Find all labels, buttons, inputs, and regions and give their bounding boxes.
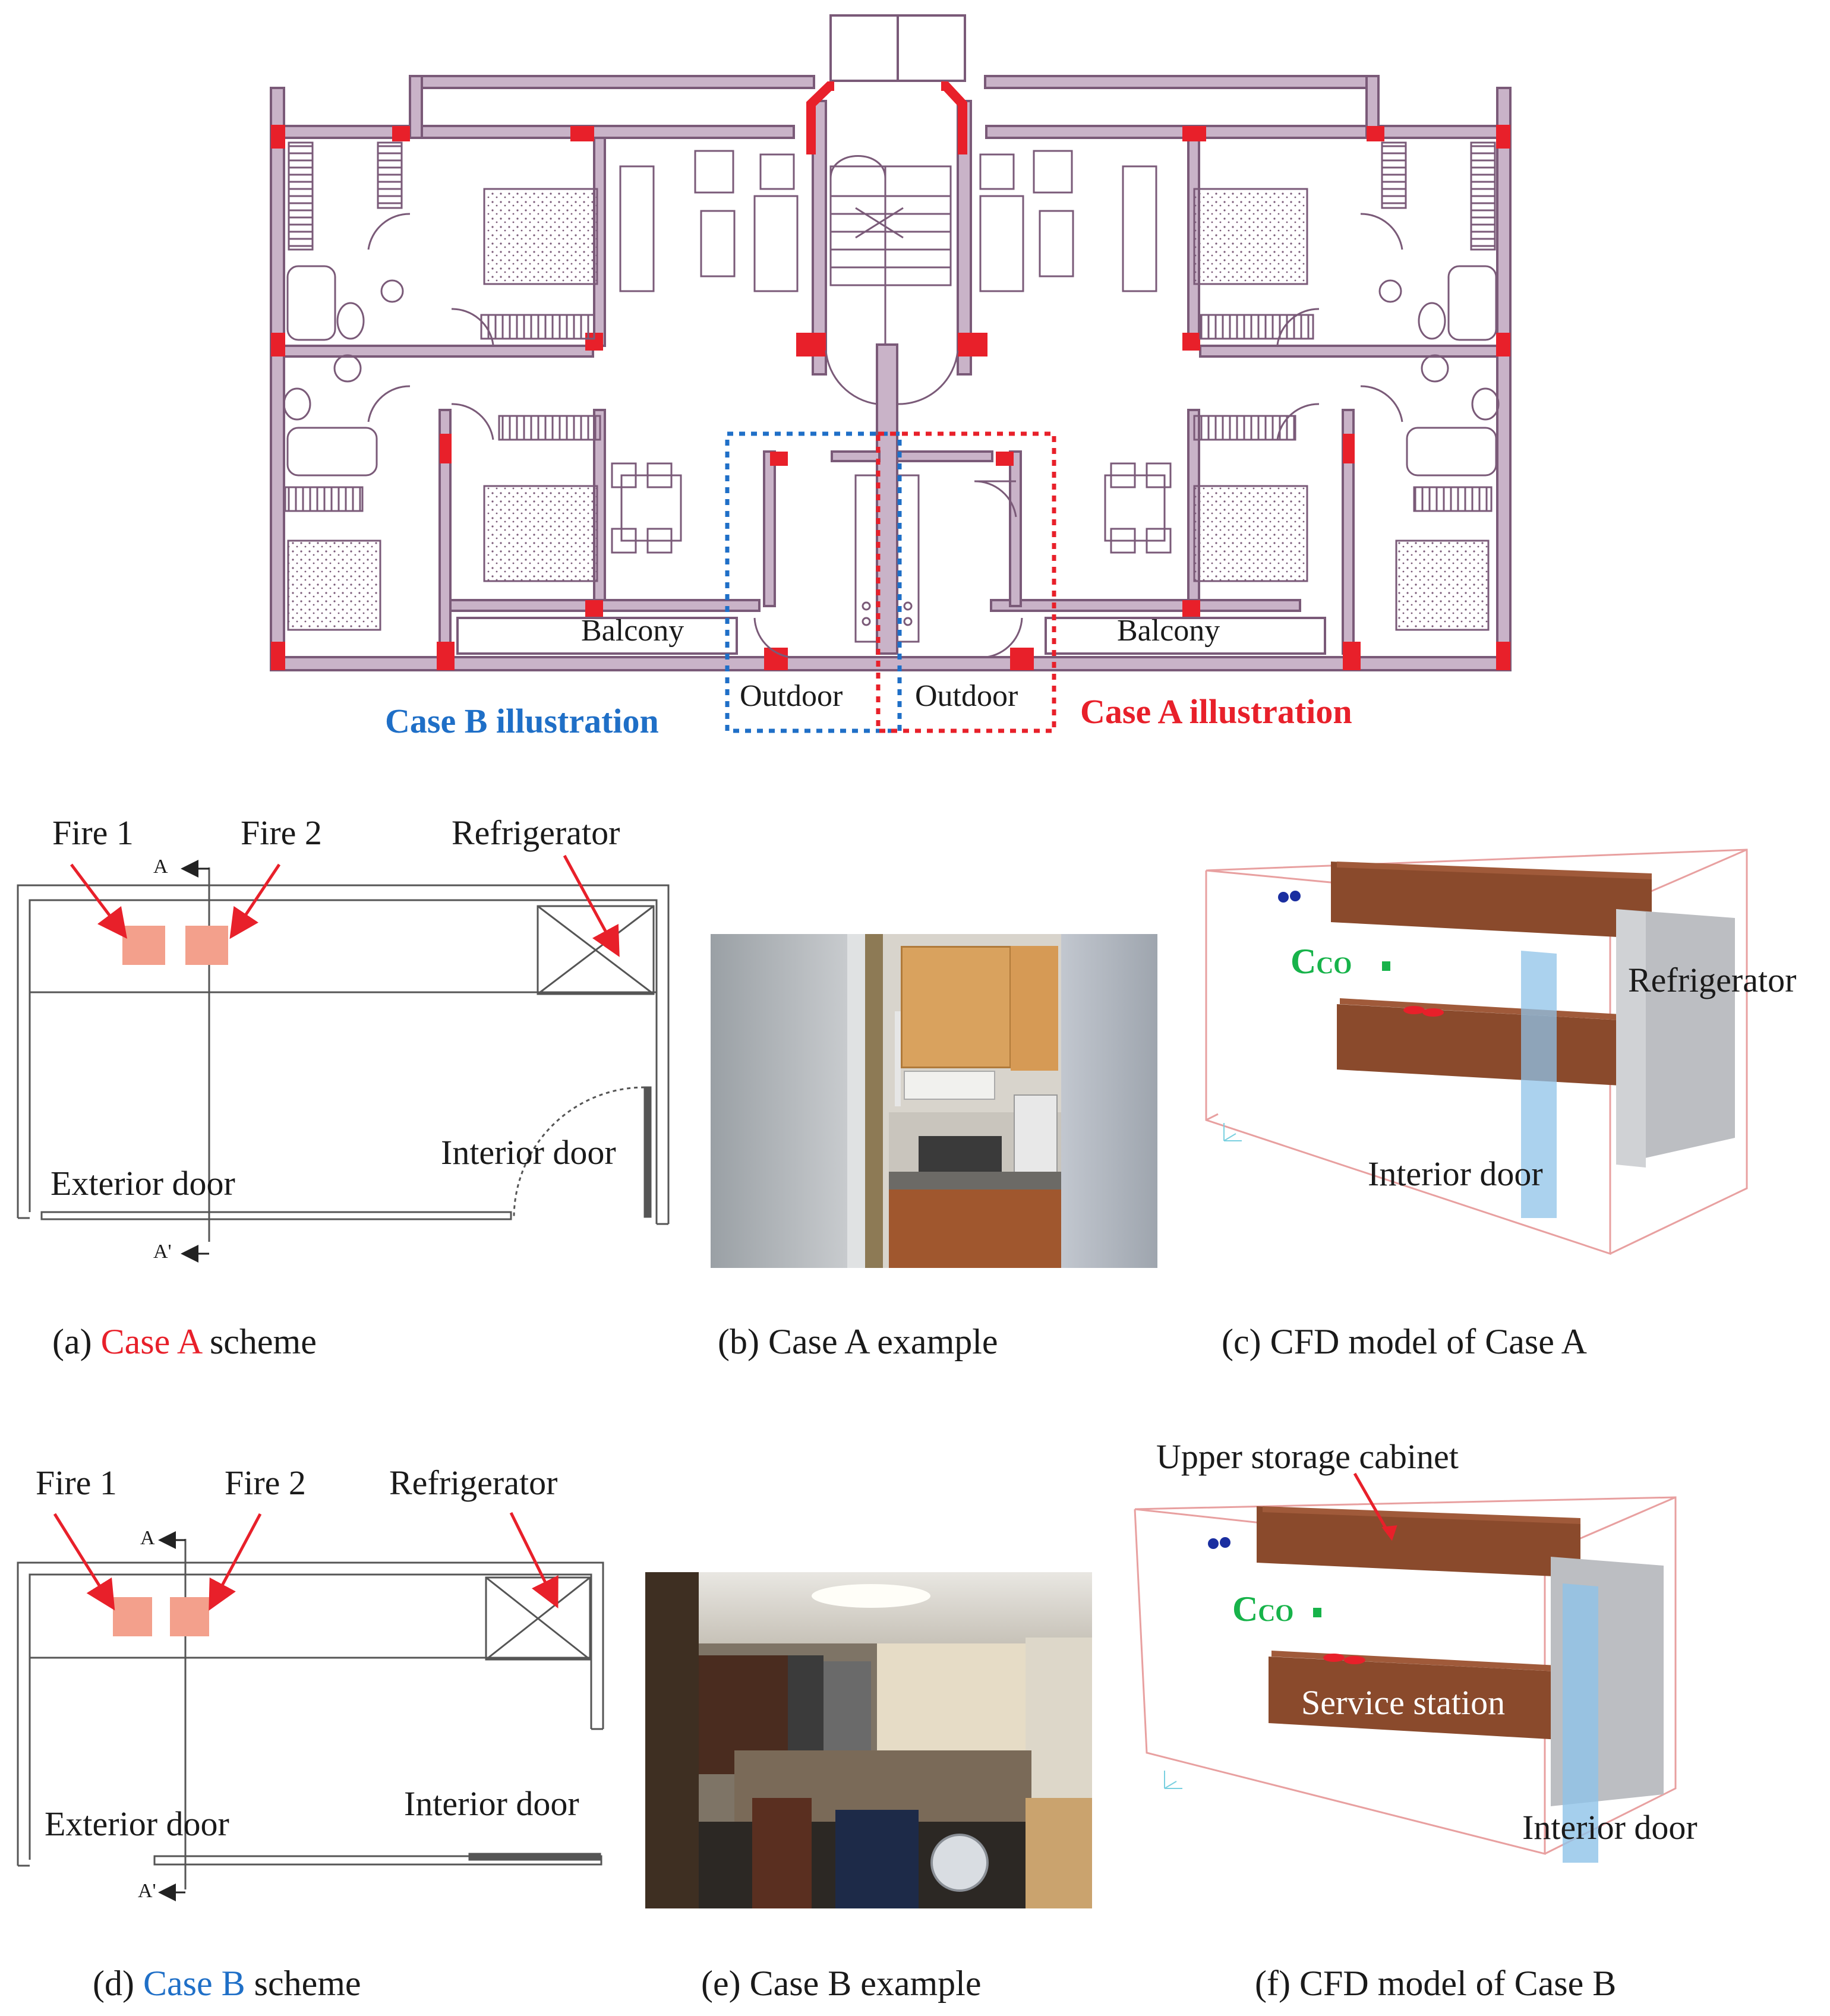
cco-main: C [1232, 1589, 1258, 1629]
caption-d-case: Case B [143, 1964, 245, 2003]
case-a-photo [711, 934, 1157, 1268]
beds [287, 188, 1490, 631]
case-a-illustration-label: Case A illustration [1080, 692, 1352, 731]
fire-1-marker [122, 926, 165, 965]
cco-sub: CO [1258, 1599, 1294, 1626]
caption-d-prefix: (d) [93, 1964, 143, 2003]
fire-2-label: Fire 2 [225, 1463, 306, 1502]
outdoor-right-label: Outdoor [915, 679, 1018, 713]
floor-plan: Balcony Balcony Outdoor Outdoor Case B i… [0, 0, 1830, 749]
outer-walls [270, 75, 1512, 671]
cco-sub: CO [1316, 952, 1352, 979]
upper-storage-cabinet-label: Upper storage cabinet [1156, 1437, 1459, 1476]
balcony-rails [456, 617, 1326, 655]
balcony-right-label: Balcony [1117, 614, 1220, 648]
exterior-door-label: Exterior door [45, 1804, 229, 1843]
section-a-label: A [153, 856, 168, 878]
stair-landing [829, 14, 966, 82]
fire-1-marker [113, 1597, 152, 1636]
case-a-region [876, 431, 1056, 733]
case-b-photo [645, 1572, 1092, 1908]
cco-label: CCO [1291, 941, 1352, 982]
case-b-region [725, 431, 902, 733]
case-b-illustration-label: Case B illustration [385, 702, 659, 740]
interior-door-label: Interior door [441, 1133, 616, 1172]
caption-a-suffix: scheme [200, 1322, 317, 1361]
case-b-cfd-drawing [1134, 1472, 1677, 1863]
refrigerator-label: Refrigerator [389, 1463, 558, 1502]
columns [271, 125, 1510, 670]
case-b-scheme: Fire 1 Fire 2 Refrigerator Interior door… [0, 1450, 642, 1902]
living-furniture [611, 150, 1172, 554]
balcony-left-label: Balcony [581, 614, 684, 648]
interior-door-label: Interior door [404, 1784, 579, 1823]
case-b-scheme-drawing [17, 1512, 604, 1901]
stairs [825, 155, 959, 405]
interior-door-label: Interior door [1368, 1154, 1543, 1193]
caption-d: (d) Case B scheme [93, 1963, 361, 2004]
section-a-prime-label: A' [138, 1880, 156, 1902]
fire-2-marker [185, 926, 228, 965]
floor-plan-drawing [270, 14, 1512, 733]
fire-2-marker [170, 1597, 209, 1636]
outdoor-left-label: Outdoor [740, 679, 843, 713]
refrigerator-label: Refrigerator [1628, 961, 1797, 999]
interior-door-label: Interior door [1522, 1808, 1698, 1847]
stair-red-chevrons [806, 81, 967, 154]
caption-d-suffix: scheme [245, 1964, 361, 2003]
fire-1-label: Fire 1 [52, 813, 134, 852]
caption-a-prefix: (a) [52, 1322, 101, 1361]
fire-1-label: Fire 1 [36, 1463, 117, 1502]
caption-e: (e) Case B example [701, 1964, 982, 2003]
wardrobes [284, 141, 1496, 512]
caption-a: (a) Case A scheme [52, 1321, 317, 1362]
section-a-label: A [140, 1527, 155, 1549]
service-station-label: Service station [1301, 1683, 1506, 1722]
case-a-cfd-drawing [1205, 848, 1748, 1255]
fire-2-label: Fire 2 [241, 813, 322, 852]
case-a-scheme: Fire 1 Fire 2 Refrigerator Interior door… [0, 796, 689, 1272]
cco-label: CCO [1232, 1589, 1293, 1630]
caption-f: (f) CFD model of Case B [1255, 1964, 1617, 2003]
cco-main: C [1291, 942, 1317, 981]
caption-b: (b) Case A example [718, 1322, 998, 1361]
refrigerator-label: Refrigerator [452, 813, 620, 852]
door-swings [367, 213, 1403, 658]
case-a-scheme-drawing [17, 854, 670, 1263]
caption-a-case: Case A [100, 1322, 201, 1361]
exterior-door-label: Exterior door [51, 1164, 235, 1203]
section-a-prime-label: A' [153, 1241, 172, 1263]
caption-c: (c) CFD model of Case A [1222, 1322, 1587, 1361]
bathroom-fixtures [283, 265, 1500, 477]
case-a-cfd-model: CCO Refrigerator Interior door [1188, 844, 1830, 1260]
case-b-cfd-model: Upper storage cabinet CCO Service statio… [1123, 1432, 1753, 1901]
